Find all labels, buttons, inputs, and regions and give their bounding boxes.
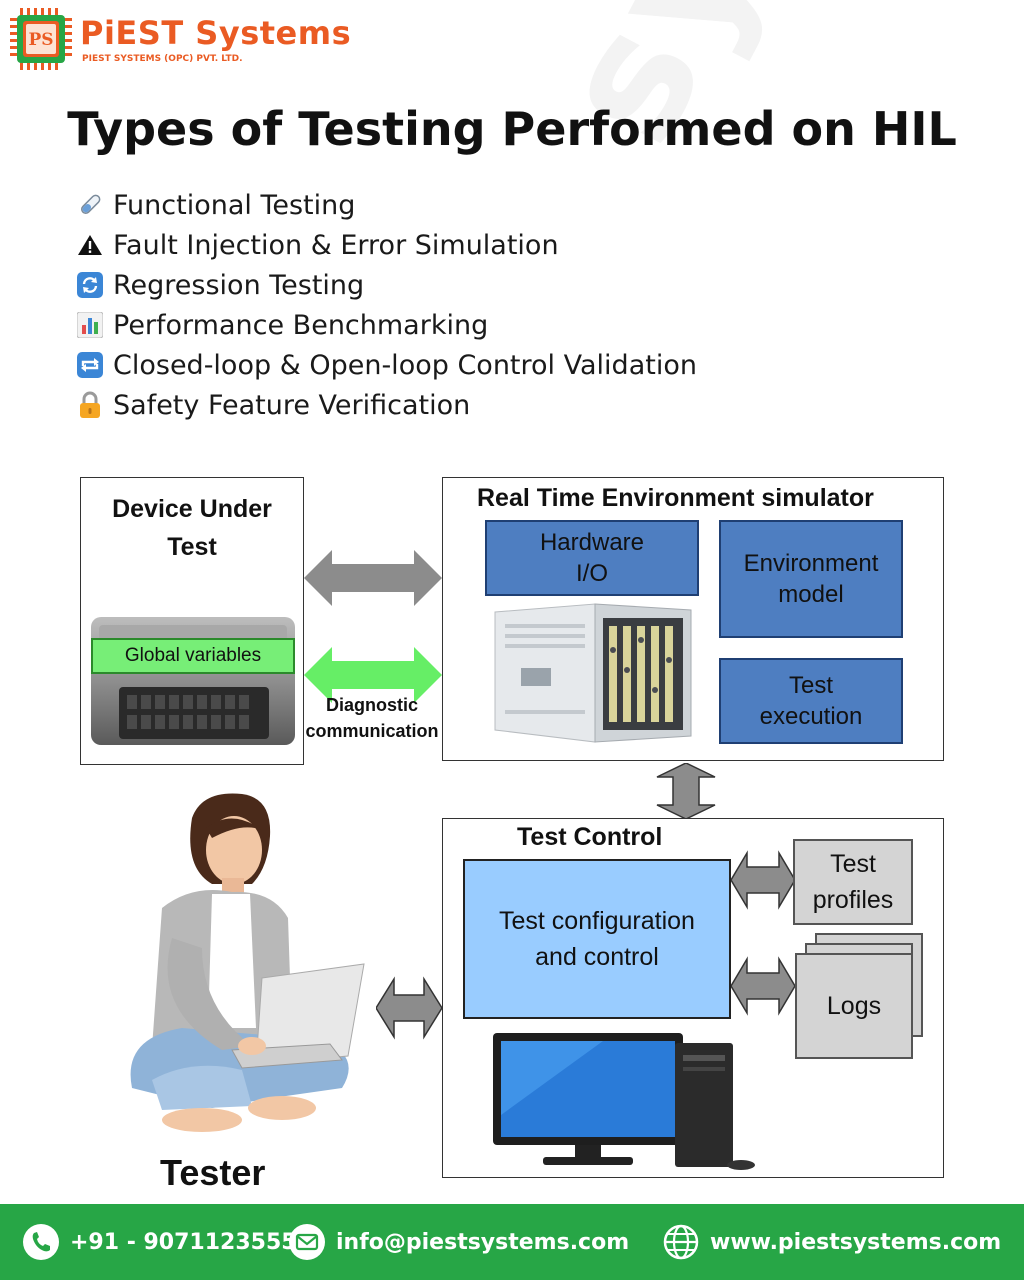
globe-icon	[662, 1223, 700, 1261]
logs-box: Logs	[795, 953, 913, 1059]
page-title: Types of Testing Performed on HIL	[67, 102, 957, 156]
footer-email[interactable]: info@piestsystems.com	[288, 1204, 629, 1280]
list-item: Functional Testing	[75, 185, 697, 225]
test-execution-box: Test execution	[719, 658, 903, 744]
hardware-chassis-icon	[491, 600, 699, 754]
list-item-label: Performance Benchmarking	[113, 309, 489, 341]
phone-text: +91 - 9071123555	[70, 1229, 297, 1255]
diagnostic-line2: communication	[305, 721, 439, 741]
test-config-line1: Test configuration	[499, 907, 695, 935]
diagnostic-label: Diagnostic communication	[296, 692, 448, 744]
list-item-label: Safety Feature Verification	[113, 389, 471, 421]
list-item: Safety Feature Verification	[75, 385, 697, 425]
test-config-line2: and control	[535, 943, 659, 971]
website-text: www.piestsystems.com	[710, 1229, 1002, 1255]
phone-icon	[22, 1223, 60, 1261]
list-item-label: Closed-loop & Open-loop Control Validati…	[113, 349, 697, 381]
test-profiles-box: Test profiles	[793, 839, 913, 925]
simulator-title: Real Time Environment simulator	[477, 484, 874, 512]
green-double-arrow	[304, 645, 442, 709]
diagnostic-line1: Diagnostic	[325, 695, 418, 715]
dut-title-line2: Test	[167, 533, 217, 561]
env-model-line2: model	[778, 581, 844, 608]
profiles-line1: Test	[830, 850, 876, 878]
lock-icon	[75, 391, 105, 419]
environment-model-box: Environment model	[719, 520, 903, 638]
brand-subtitle: PIEST SYSTEMS (OPC) PVT. LTD.	[82, 54, 243, 64]
tester-label: Tester	[160, 1152, 266, 1193]
test-tube-icon	[75, 191, 105, 219]
list-item: Regression Testing	[75, 265, 697, 305]
gray-double-arrow	[304, 548, 442, 612]
env-model-line1: Environment	[743, 550, 879, 577]
loop-icon	[75, 351, 105, 379]
list-item-label: Regression Testing	[113, 269, 365, 301]
test-control-title: Test Control	[517, 823, 663, 851]
hardware-io-line1: Hardware	[539, 529, 645, 556]
email-icon	[288, 1223, 326, 1261]
logs-double-arrow	[730, 955, 796, 1021]
dut-panel: Device Under Test Global variables	[80, 477, 304, 765]
email-text: info@piestsystems.com	[336, 1229, 630, 1255]
tester-double-arrow	[375, 975, 443, 1045]
footer-phone[interactable]: +91 - 9071123555	[22, 1204, 297, 1280]
list-item: Performance Benchmarking	[75, 305, 697, 345]
list-item-label: Fault Injection & Error Simulation	[113, 229, 559, 261]
list-item: Fault Injection & Error Simulation	[75, 225, 697, 265]
footer-website[interactable]: www.piestsystems.com	[662, 1204, 1001, 1280]
tester-person-icon	[92, 788, 382, 1152]
testing-types-list: Functional Testing Fault Injection & Err…	[75, 185, 697, 425]
test-config-box: Test configuration and control	[463, 859, 731, 1019]
profiles-double-arrow	[730, 849, 796, 915]
simulator-panel: Real Time Environment simulator Hardware…	[442, 477, 944, 761]
bar-chart-icon	[75, 311, 105, 339]
test-control-panel: Test Control Test configuration and contr…	[442, 818, 944, 1178]
refresh-icon	[75, 271, 105, 299]
test-exec-line1: Test	[788, 672, 833, 699]
list-item: Closed-loop & Open-loop Control Validati…	[75, 345, 697, 385]
logo-icon: PS	[10, 8, 72, 70]
dut-title-line1: Device Under	[112, 495, 272, 523]
warning-icon	[75, 231, 105, 259]
brand-name: PiEST Systems	[80, 14, 352, 52]
footer-bar: +91 - 9071123555 info@piestsystems.com w…	[0, 1204, 1024, 1280]
profiles-line2: profiles	[812, 886, 894, 914]
list-item-label: Functional Testing	[113, 189, 356, 221]
global-variables-label: Global variables	[91, 638, 295, 674]
desktop-computer-icon	[483, 1025, 763, 1177]
test-exec-line2: execution	[759, 703, 863, 730]
ecu-device-icon	[89, 613, 297, 757]
hardware-io-line2: I/O	[575, 560, 608, 587]
vertical-double-arrow	[655, 762, 717, 823]
svg-text:PS: PS	[28, 30, 53, 50]
